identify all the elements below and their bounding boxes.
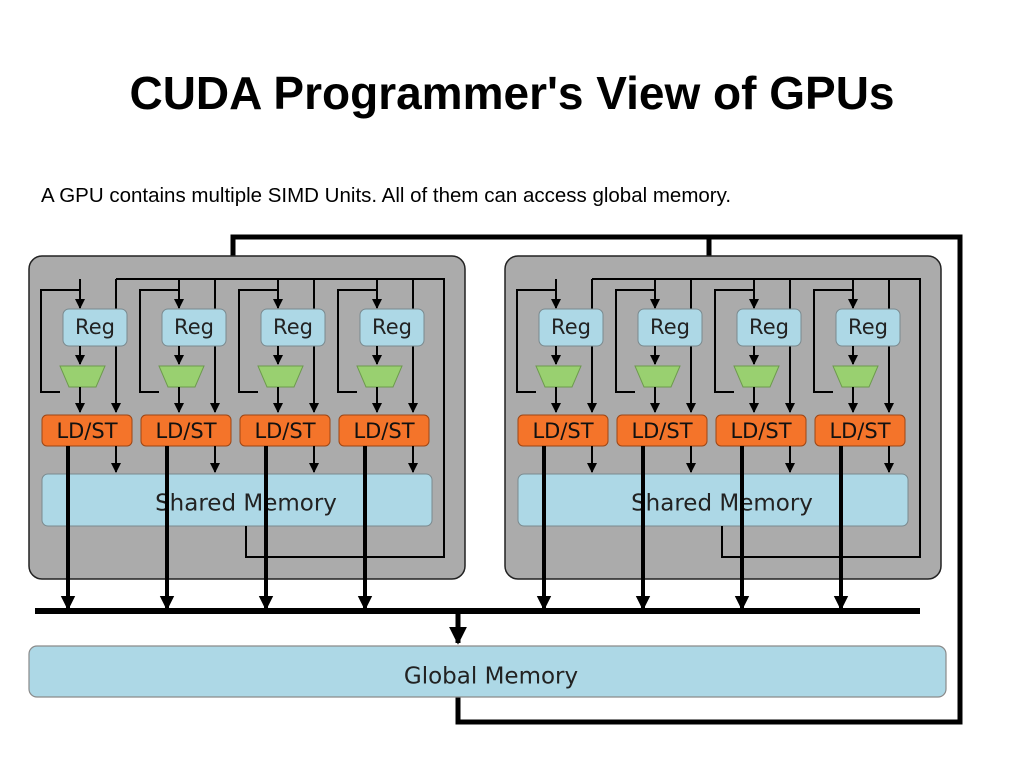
ldst-unit — [517, 414, 609, 447]
register-label: Reg — [372, 315, 412, 339]
ldst-unit — [814, 414, 906, 447]
shared-memory — [517, 473, 909, 527]
ldst-unit — [715, 414, 807, 447]
alu-trapezoid-icon — [634, 365, 681, 388]
register-label: Reg — [749, 315, 789, 339]
ldst-label: LD/ST — [631, 419, 692, 443]
ldst-unit — [140, 414, 232, 447]
register-box — [359, 308, 425, 347]
alu-trapezoid-icon — [733, 365, 780, 388]
register-box — [835, 308, 901, 347]
register-box — [538, 308, 604, 347]
ldst-label: LD/ST — [829, 419, 890, 443]
alu-trapezoid-icon — [535, 365, 582, 388]
shared-memory-label: Shared Memory — [155, 491, 337, 517]
lane-loopback-wire — [139, 289, 179, 393]
ldst-label: LD/ST — [730, 419, 791, 443]
slide-subtitle: A GPU contains multiple SIMD Units. All … — [41, 184, 732, 207]
lane-loopback-wire — [615, 289, 655, 393]
lane-loopback-wire — [516, 289, 556, 393]
ldst-label: LD/ST — [254, 419, 315, 443]
register-label: Reg — [273, 315, 313, 339]
alu-trapezoid-icon — [59, 365, 106, 388]
register-label: Reg — [551, 315, 591, 339]
ldst-unit — [41, 414, 133, 447]
alu-trapezoid-icon — [832, 365, 879, 388]
register-box — [62, 308, 128, 347]
register-label: Reg — [75, 315, 115, 339]
register-label: Reg — [174, 315, 214, 339]
ldst-unit — [616, 414, 708, 447]
ldst-label: LD/ST — [56, 419, 117, 443]
alu-trapezoid-icon — [356, 365, 403, 388]
register-label: Reg — [650, 315, 690, 339]
shared-memory-label: Shared Memory — [631, 491, 813, 517]
lane-loopback-wire — [337, 289, 377, 393]
global-memory-label: Global Memory — [404, 664, 578, 690]
ldst-unit — [239, 414, 331, 447]
shared-memory-return-wire — [245, 278, 445, 558]
register-label: Reg — [848, 315, 888, 339]
register-box — [637, 308, 703, 347]
global-memory: Global Memory — [28, 645, 947, 698]
ldst-label: LD/ST — [353, 419, 414, 443]
ldst-unit — [338, 414, 430, 447]
lane-loopback-wire — [813, 289, 853, 393]
ldst-label: LD/ST — [532, 419, 593, 443]
lane-loopback-wire — [40, 289, 80, 393]
alu-trapezoid-icon — [257, 365, 304, 388]
ldst-label: LD/ST — [155, 419, 216, 443]
lane-loopback-wire — [714, 289, 754, 393]
bus-arrows — [60, 446, 849, 611]
shared-memory — [41, 473, 433, 527]
register-box — [260, 308, 326, 347]
register-box — [161, 308, 227, 347]
alu-trapezoid-icon — [158, 365, 205, 388]
slide-title: CUDA Programmer's View of GPUs — [129, 67, 895, 119]
register-box — [736, 308, 802, 347]
lane-loopback-wire — [238, 289, 278, 393]
shared-memory-return-wire — [721, 278, 921, 558]
